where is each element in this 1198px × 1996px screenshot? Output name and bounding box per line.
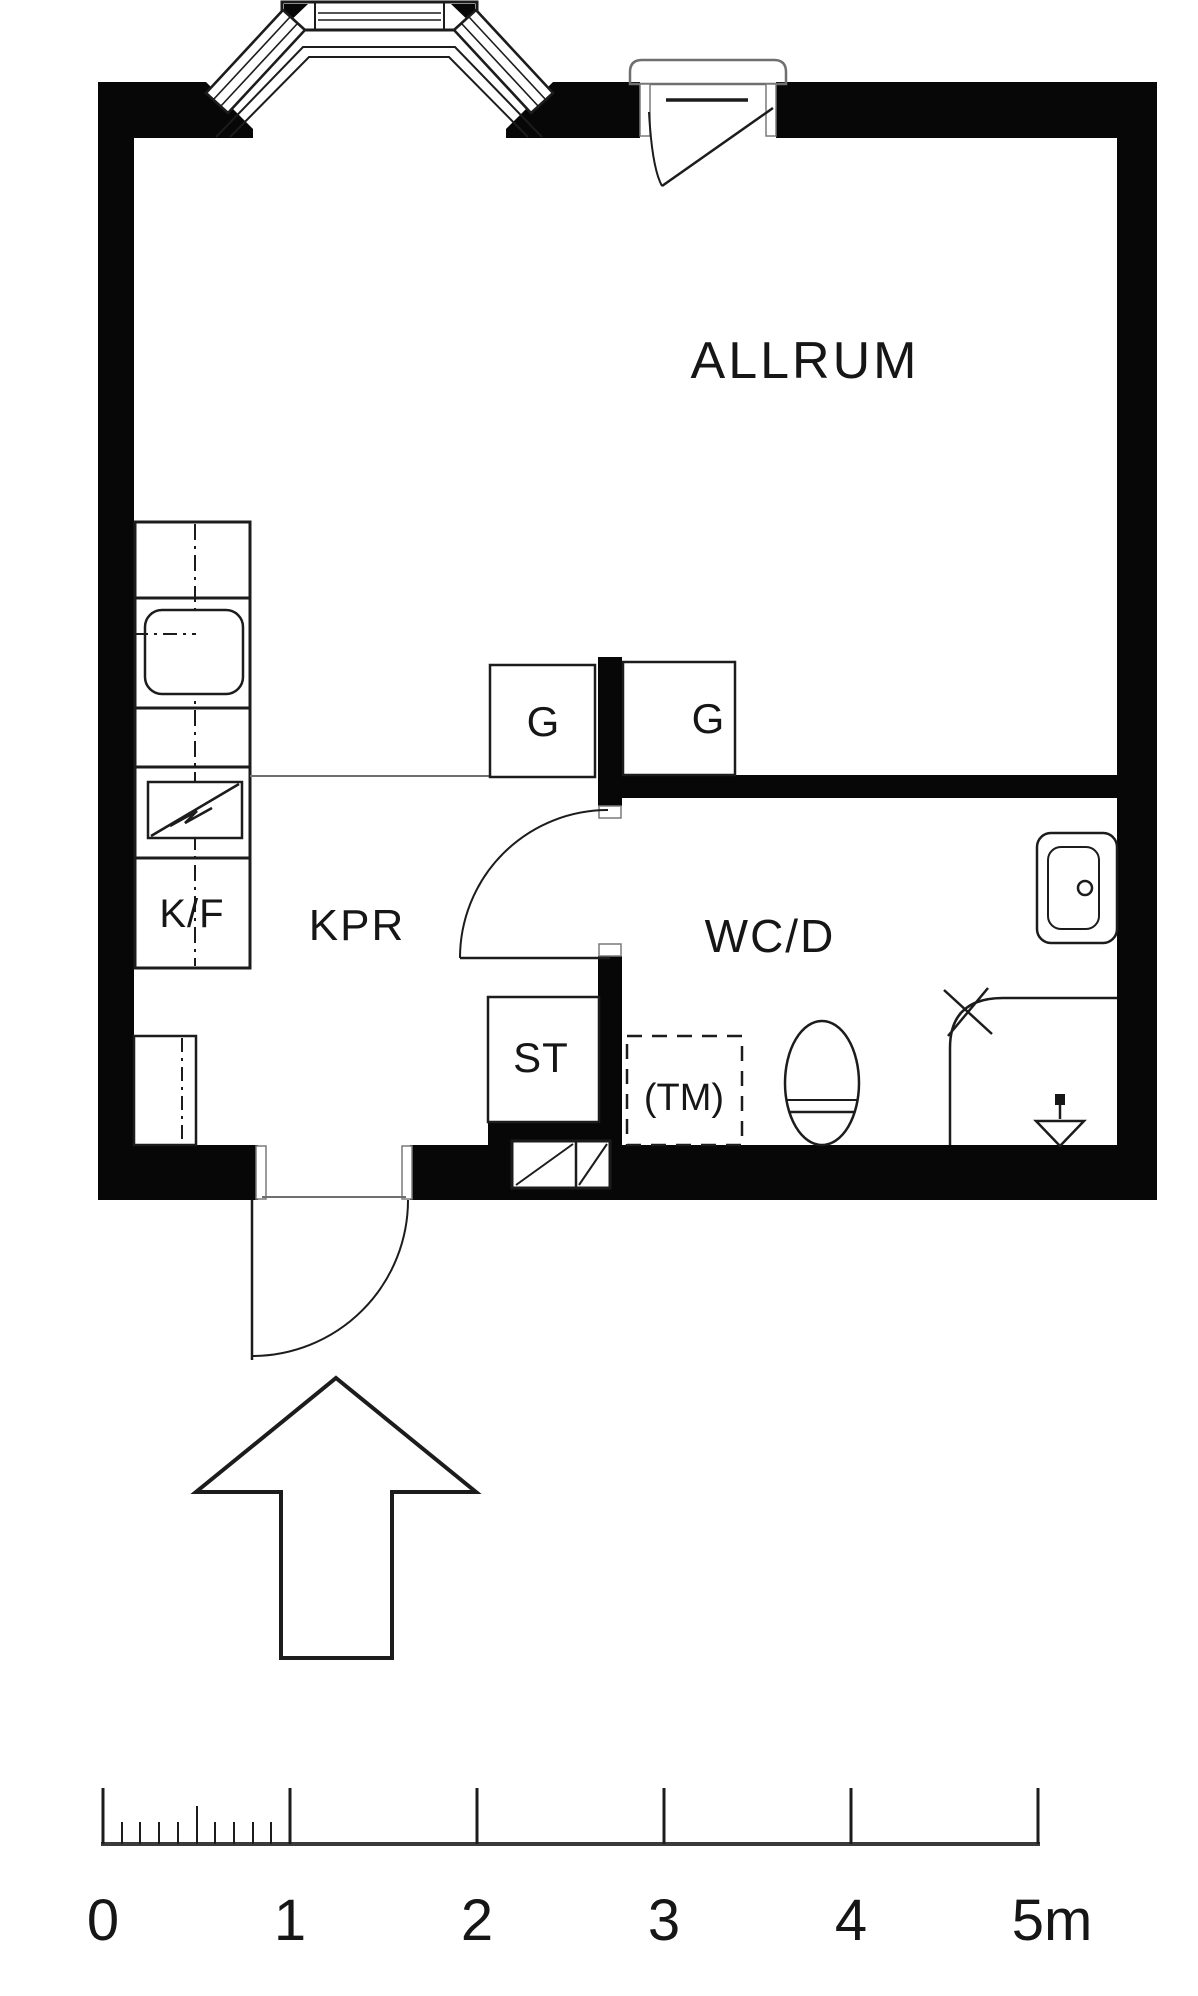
exterior-walls bbox=[98, 82, 1157, 1200]
wardrobe-right-box bbox=[621, 660, 737, 777]
wardrobe-left-box bbox=[488, 663, 597, 779]
window-angled-right bbox=[452, 8, 555, 115]
shower-x-mark-2 bbox=[947, 987, 989, 1037]
window-top-frame bbox=[280, 0, 479, 32]
vent-shaft-icon bbox=[510, 1139, 612, 1190]
scale-label-1: 1 bbox=[274, 1888, 306, 1953]
balcony-door-leaf bbox=[661, 106, 774, 188]
window-angled-left bbox=[204, 8, 307, 115]
scale-label-5m: 5m bbox=[1012, 1888, 1093, 1953]
stove-diagonal bbox=[150, 782, 240, 838]
bathroom-door-jamb-top bbox=[598, 805, 622, 819]
washbasin-drain bbox=[1076, 879, 1094, 897]
bathroom-door-swing-arc bbox=[459, 809, 609, 959]
room-label-kitchenette: KPR bbox=[309, 901, 405, 950]
scale-label-4: 4 bbox=[835, 1888, 867, 1953]
counter-outline bbox=[133, 520, 252, 970]
wardrobe-right-label: G bbox=[692, 695, 725, 742]
scale-bar: 0 1 2 3 4 5m bbox=[87, 1788, 1092, 1953]
washing-machine-label: (TM) bbox=[644, 1077, 724, 1119]
bathroom-door bbox=[459, 805, 622, 960]
wall-bathroom-top bbox=[598, 775, 1117, 798]
wall-stub-upper bbox=[598, 657, 622, 806]
entrance-door-swing-arc bbox=[251, 1199, 409, 1357]
scale-label-0: 0 bbox=[87, 1888, 119, 1953]
window-angled-left-glazing-2 bbox=[219, 23, 298, 108]
bay-inner-sill-inner-line bbox=[229, 56, 529, 138]
toilet-bowl bbox=[783, 1019, 861, 1147]
floor-drain-dot bbox=[1055, 1094, 1065, 1105]
entrance-jamb-right bbox=[401, 1145, 413, 1200]
vent-shaft-outline bbox=[510, 1139, 612, 1190]
interior-walls bbox=[488, 657, 1117, 1145]
shower-icon bbox=[943, 987, 1117, 1145]
floor-drain-icon bbox=[1033, 1094, 1087, 1148]
window-angled-right-glazing-2 bbox=[461, 23, 540, 108]
storage-closet: ST bbox=[486, 995, 612, 1190]
wall-bottom-left-segment bbox=[98, 1145, 258, 1200]
entrance-door bbox=[250, 1145, 413, 1360]
entrance-jamb-left bbox=[255, 1145, 267, 1200]
room-label-living: ALLRUM bbox=[691, 332, 920, 390]
entrance-arrow-icon bbox=[190, 1375, 482, 1660]
toilet-icon bbox=[783, 1019, 861, 1147]
storage-box bbox=[486, 995, 601, 1124]
bathroom-fixtures: (TM) bbox=[625, 831, 1119, 1148]
washbasin-icon bbox=[1035, 831, 1119, 945]
wall-stub-lower bbox=[598, 956, 622, 1145]
wall-under-storage bbox=[488, 1122, 622, 1145]
balcony-door-swing-arc bbox=[648, 111, 663, 187]
vent-shaft-diagonal-right bbox=[578, 1143, 608, 1186]
sink-icon bbox=[143, 608, 245, 696]
wardrobes: G G bbox=[488, 660, 737, 779]
shower-enclosure bbox=[948, 996, 1117, 1145]
wardrobe-left-label: G bbox=[527, 698, 560, 745]
stove-flash-mark bbox=[169, 806, 213, 828]
bay-inner-sill-outer-line bbox=[215, 46, 543, 138]
room-label-bathroom: WC/D bbox=[705, 910, 836, 962]
wall-top-right-segment bbox=[776, 82, 1157, 138]
balcony-door-jamb-left bbox=[639, 83, 651, 137]
wall-right bbox=[1117, 82, 1157, 1200]
balcony-door bbox=[628, 58, 788, 188]
scale-label-2: 2 bbox=[461, 1888, 493, 1953]
scale-minor-ticks bbox=[121, 1806, 272, 1844]
balcony-threshold bbox=[628, 58, 788, 86]
stove-icon bbox=[146, 780, 244, 840]
wall-left bbox=[98, 82, 134, 1200]
window-angled-right-glazing-1 bbox=[468, 16, 547, 101]
washing-machine-box bbox=[625, 1034, 744, 1147]
floor-drain-triangle bbox=[1033, 1119, 1087, 1148]
vent-shaft-diagonal-left bbox=[515, 1143, 574, 1186]
bay-window bbox=[204, 0, 555, 138]
kitchen-counter: K/F bbox=[132, 520, 252, 1147]
washbasin-bowl bbox=[1047, 846, 1100, 930]
bathroom-door-jamb-bottom bbox=[598, 943, 622, 957]
window-angled-left-glazing-1 bbox=[212, 16, 291, 101]
fridge-freezer-label: K/F bbox=[159, 892, 224, 936]
scale-label-3: 3 bbox=[648, 1888, 680, 1953]
lower-cabinet bbox=[132, 1034, 198, 1147]
storage-label: ST bbox=[513, 1034, 569, 1081]
